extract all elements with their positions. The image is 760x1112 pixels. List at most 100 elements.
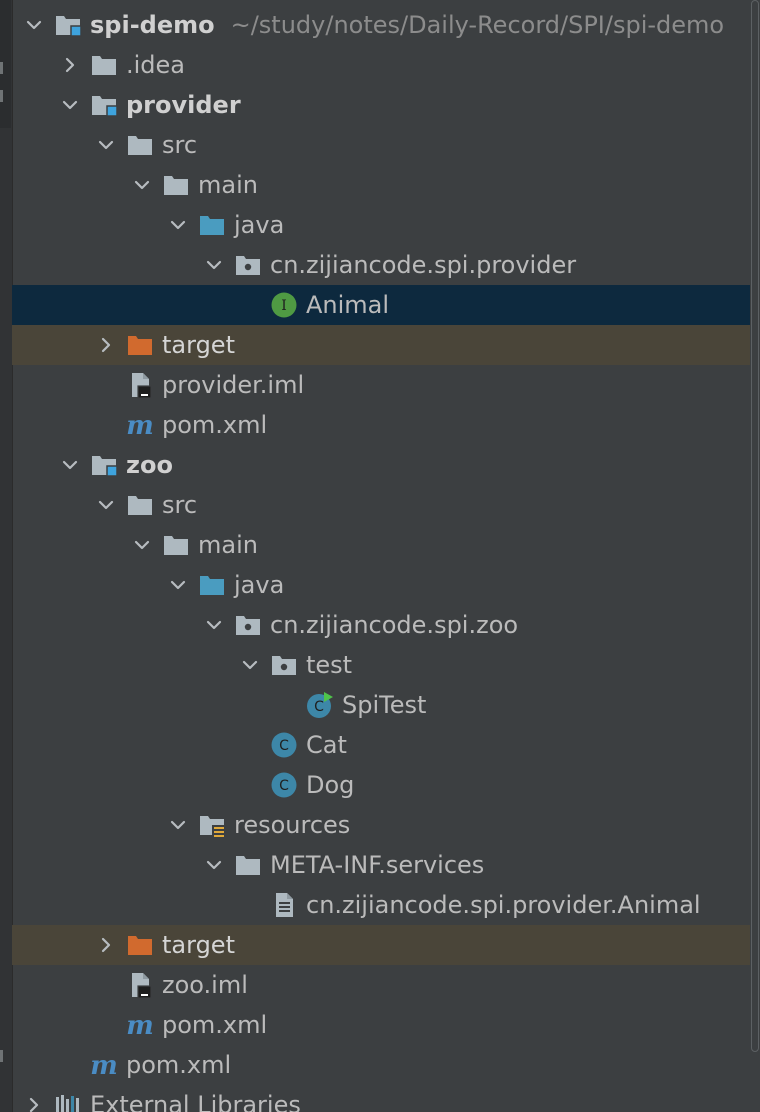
- tree-row-zoo-package[interactable]: cn.zijiancode.spi.zoo: [12, 605, 750, 645]
- tree-row-idea[interactable]: .idea: [12, 45, 750, 85]
- folder-icon: [90, 51, 118, 79]
- svg-text:m: m: [126, 1011, 154, 1039]
- source-folder-icon: [198, 211, 226, 239]
- tree-row-service-file[interactable]: cn.zijiancode.spi.provider.Animal: [12, 885, 750, 925]
- tree-label: pom.xml: [126, 1051, 232, 1079]
- interface-icon: I: [270, 291, 298, 319]
- chevron-down-icon[interactable]: [96, 135, 116, 155]
- tree-label: pom.xml: [162, 411, 268, 439]
- chevron-down-icon[interactable]: [168, 815, 188, 835]
- tree-label: cn.zijiancode.spi.provider: [270, 251, 577, 279]
- gutter-marker: [0, 90, 3, 102]
- project-name: spi-demo: [90, 11, 215, 39]
- tree-row-zoo-main[interactable]: main: [12, 525, 750, 565]
- chevron-right-icon[interactable]: [96, 335, 116, 355]
- chevron-down-icon[interactable]: [168, 215, 188, 235]
- tree-row-provider-main[interactable]: main: [12, 165, 750, 205]
- chevron-down-icon[interactable]: [96, 495, 116, 515]
- chevron-down-icon[interactable]: [204, 855, 224, 875]
- tree-label: SpiTest: [342, 691, 427, 719]
- chevron-down-icon[interactable]: [168, 575, 188, 595]
- package-icon: [270, 651, 298, 679]
- tree-row-dog[interactable]: C Dog: [12, 765, 750, 805]
- scrollbar-thumb[interactable]: [751, 0, 759, 1052]
- tree-row-provider-target[interactable]: target: [12, 325, 750, 365]
- tree-row-provider-java[interactable]: java: [12, 205, 750, 245]
- tree-label: META-INF.services: [270, 851, 485, 879]
- class-icon-letter: C: [314, 699, 324, 715]
- tree-label: Dog: [306, 771, 355, 799]
- chevron-down-icon[interactable]: [132, 175, 152, 195]
- library-icon: [54, 1091, 82, 1112]
- class-icon-letter: C: [279, 738, 289, 754]
- tree-row-provider-iml[interactable]: provider.iml: [12, 365, 750, 405]
- tree-label: pom.xml: [162, 1011, 268, 1039]
- tree-row-root-pom[interactable]: m pom.xml: [12, 1045, 750, 1085]
- tree-row-provider-pom[interactable]: m pom.xml: [12, 405, 750, 445]
- tree-label: main: [198, 531, 258, 559]
- excluded-folder-icon: [126, 931, 154, 959]
- folder-icon: [162, 531, 190, 559]
- tree-row-meta-inf[interactable]: META-INF.services: [12, 845, 750, 885]
- chevron-down-icon[interactable]: [240, 655, 260, 675]
- tree-row-zoo[interactable]: zoo: [12, 445, 750, 485]
- tree-row-zoo-java[interactable]: java: [12, 565, 750, 605]
- tree-label: target: [162, 931, 235, 959]
- tree-label: target: [162, 331, 235, 359]
- maven-icon: m: [126, 1011, 154, 1039]
- tree-row-external-libraries[interactable]: External Libraries: [12, 1085, 750, 1112]
- tree-label: Cat: [306, 731, 347, 759]
- gutter-panel: [0, 0, 11, 128]
- tree-row-zoo-pom[interactable]: m pom.xml: [12, 1005, 750, 1045]
- tree-label: resources: [234, 811, 351, 839]
- chevron-right-icon[interactable]: [60, 55, 80, 75]
- tree-row-zoo-test[interactable]: test: [12, 645, 750, 685]
- tree-label: java: [234, 211, 285, 239]
- tree-label: test: [306, 651, 353, 679]
- chevron-down-icon[interactable]: [204, 255, 224, 275]
- tree-label: java: [234, 571, 285, 599]
- tree-row-animal[interactable]: I Animal: [12, 285, 750, 325]
- chevron-down-icon[interactable]: [132, 535, 152, 555]
- runnable-class-icon: C: [306, 691, 334, 719]
- tree-label: src: [162, 491, 198, 519]
- class-icon: C: [270, 771, 298, 799]
- chevron-down-icon[interactable]: [60, 95, 80, 115]
- tree-label: provider.iml: [162, 371, 305, 399]
- folder-icon: [162, 171, 190, 199]
- module-folder-icon: [90, 91, 118, 119]
- tree-row-zoo-iml[interactable]: zoo.iml: [12, 965, 750, 1005]
- resources-folder-icon: [198, 811, 226, 839]
- chevron-down-icon[interactable]: [60, 455, 80, 475]
- tree-row-spi-demo[interactable]: spi-demo ~/study/notes/Daily-Record/SPI/…: [12, 5, 750, 45]
- vertical-scrollbar[interactable]: [750, 0, 760, 1112]
- project-tree: spi-demo ~/study/notes/Daily-Record/SPI/…: [12, 5, 750, 1112]
- source-folder-icon: [198, 571, 226, 599]
- chevron-right-icon[interactable]: [96, 935, 116, 955]
- interface-icon-letter: I: [281, 298, 287, 314]
- tree-row-resources[interactable]: resources: [12, 805, 750, 845]
- tree-row-zoo-target[interactable]: target: [12, 925, 750, 965]
- project-path: ~/study/notes/Daily-Record/SPI/spi-demo: [230, 11, 725, 39]
- chevron-down-icon[interactable]: [204, 615, 224, 635]
- chevron-right-icon[interactable]: [24, 1095, 44, 1112]
- folder-icon: [234, 851, 262, 879]
- tree-row-provider-src[interactable]: src: [12, 125, 750, 165]
- chevron-down-icon[interactable]: [24, 15, 44, 35]
- module-folder-icon: [90, 451, 118, 479]
- module-folder-icon: [54, 11, 82, 39]
- tree-label: zoo.iml: [162, 971, 248, 999]
- tree-row-cat[interactable]: C Cat: [12, 725, 750, 765]
- iml-file-icon: [126, 971, 154, 999]
- tree-label: zoo: [126, 451, 173, 479]
- tree-row-provider-package[interactable]: cn.zijiancode.spi.provider: [12, 245, 750, 285]
- tree-label: .idea: [126, 51, 186, 79]
- tree-row-zoo-src[interactable]: src: [12, 485, 750, 525]
- package-icon: [234, 251, 262, 279]
- gutter-marker: [0, 1050, 3, 1062]
- svg-text:m: m: [90, 1051, 118, 1079]
- tree-label: External Libraries: [90, 1091, 301, 1112]
- tree-row-provider[interactable]: provider: [12, 85, 750, 125]
- tree-row-spitest[interactable]: C SpiTest: [12, 685, 750, 725]
